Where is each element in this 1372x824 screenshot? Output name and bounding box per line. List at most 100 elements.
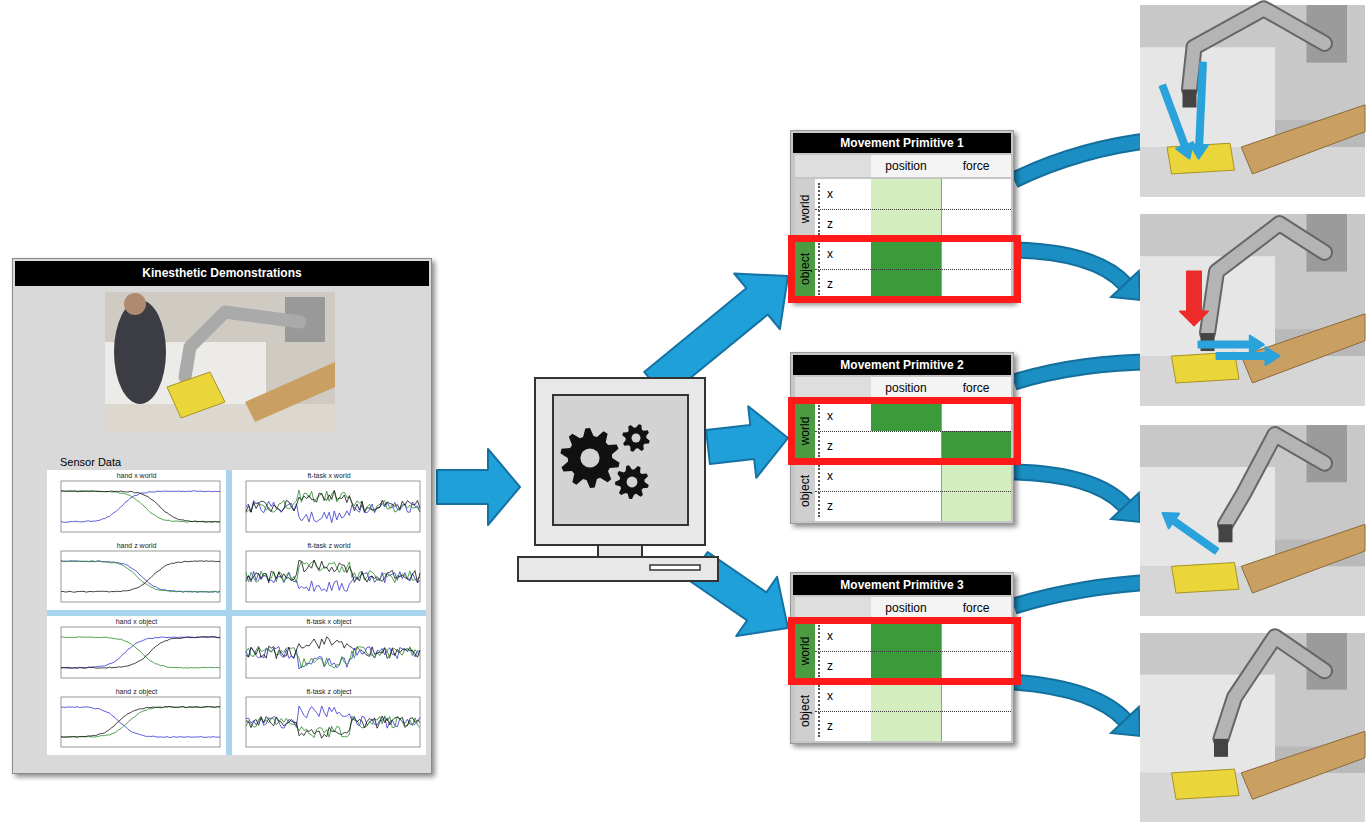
flow-arrow [1180, 272, 1208, 326]
plot-title: hand z world [117, 541, 157, 550]
robot-arm-outline [1221, 637, 1325, 739]
gripper [1183, 89, 1197, 107]
corner-cell [795, 377, 871, 399]
demo-table [105, 404, 335, 432]
curved-arrow [1014, 582, 1155, 606]
photo-frame [1140, 5, 1365, 197]
wood-board [1241, 731, 1365, 799]
table-header: Movement Primitive 3 [793, 575, 1011, 595]
column-label: force [941, 377, 1011, 399]
sensor-trace [61, 491, 220, 523]
plot-title: ft-task x object [306, 617, 351, 626]
sensor-trace [61, 491, 220, 523]
computer-base [518, 557, 718, 581]
force-cell [941, 621, 1011, 651]
cell-divider [941, 239, 942, 299]
yellow-block [1172, 769, 1240, 799]
demo-person [114, 300, 166, 404]
plot-title: ft-task z world [307, 541, 350, 550]
axis-label: z [823, 491, 837, 521]
demo-robot-arm [185, 312, 300, 377]
screen [553, 395, 688, 525]
sensor-trace [246, 646, 420, 668]
force-cell [941, 491, 1011, 521]
column-label: position [871, 377, 941, 399]
force-cell [941, 651, 1011, 681]
flow-arrow [1199, 336, 1264, 354]
column-label: force [941, 597, 1011, 619]
row-divider [815, 269, 1011, 270]
demo-board [245, 362, 335, 422]
cell-divider [941, 179, 942, 239]
position-cell [871, 401, 941, 431]
sensor-trace [246, 490, 420, 512]
flow-arrow [1190, 63, 1208, 159]
frame-label: object [798, 475, 812, 507]
demo-photo [105, 292, 335, 432]
drive-slot [650, 565, 700, 570]
highlight-frame [788, 235, 1021, 303]
axis-label: z [823, 209, 837, 239]
photo-frame [1140, 425, 1365, 616]
sensor-trace [61, 707, 220, 738]
plot-title: hand x object [116, 617, 158, 626]
corner-cell [795, 597, 871, 619]
frame-label: object [798, 253, 812, 285]
plot-axes [61, 481, 220, 532]
frame-label: world [798, 417, 812, 446]
curved-arrow [1014, 362, 1155, 382]
robot-arm [1190, 9, 1325, 90]
force-cell [941, 681, 1011, 711]
frame-label: object [798, 695, 812, 727]
position-cell [871, 269, 941, 299]
curved-arrow [1014, 472, 1125, 506]
sensor-trace [246, 716, 420, 738]
axis-label: z [823, 711, 837, 741]
curved-arrow-outline [1014, 140, 1155, 180]
sensor-trace [61, 637, 220, 668]
photo-frame [1140, 633, 1365, 822]
column-label: position [871, 155, 941, 177]
plot-title: hand x world [117, 471, 157, 480]
plot-title: hand z object [116, 687, 158, 696]
table-header: Movement Primitive 2 [793, 355, 1011, 375]
sensor-trace [61, 637, 220, 669]
force-cell [941, 461, 1011, 491]
robot-arm-outline [1190, 9, 1325, 90]
demo-head [124, 293, 146, 315]
curved-arrow-outline [1014, 362, 1155, 382]
curved-arrow [1014, 140, 1155, 180]
flow-arrow [1217, 347, 1280, 365]
primitive-table: Movement Primitive 1positionforceworldxz… [790, 130, 1014, 302]
force-cell [941, 431, 1011, 461]
gripper [1219, 524, 1233, 542]
robot-arm [1208, 224, 1325, 333]
gear-hole [580, 448, 599, 467]
gripper [1214, 739, 1228, 757]
plot-title: ft-task z object [306, 687, 351, 696]
sensor-trace [246, 561, 420, 583]
robot-arm-outline [1226, 435, 1325, 525]
table-header: Movement Primitive 1 [793, 133, 1011, 153]
curved-arrow [1014, 682, 1125, 720]
curved-arrow-outline [1014, 582, 1155, 606]
sensor-trace [61, 491, 220, 522]
flow-arrow [1163, 513, 1219, 554]
cell-divider [941, 621, 942, 681]
sensor-trace [246, 706, 420, 728]
force-cell [941, 711, 1011, 741]
primitive-table: Movement Primitive 2positionforceworldxz… [790, 352, 1014, 524]
table-title: Movement Primitive 1 [793, 133, 1011, 153]
corner-cell [795, 155, 871, 177]
position-cell [871, 491, 941, 521]
gear-hole [632, 434, 641, 443]
monitor-neck [598, 545, 642, 557]
arrow-head [1111, 493, 1140, 522]
axis-label: x [823, 621, 837, 651]
column-divider [818, 625, 820, 677]
axis-label: z [823, 431, 837, 461]
plot-axes [246, 551, 420, 602]
sensor-trace [246, 647, 420, 670]
table-title: Movement Primitive 3 [793, 575, 1011, 595]
row-divider [815, 651, 1011, 652]
